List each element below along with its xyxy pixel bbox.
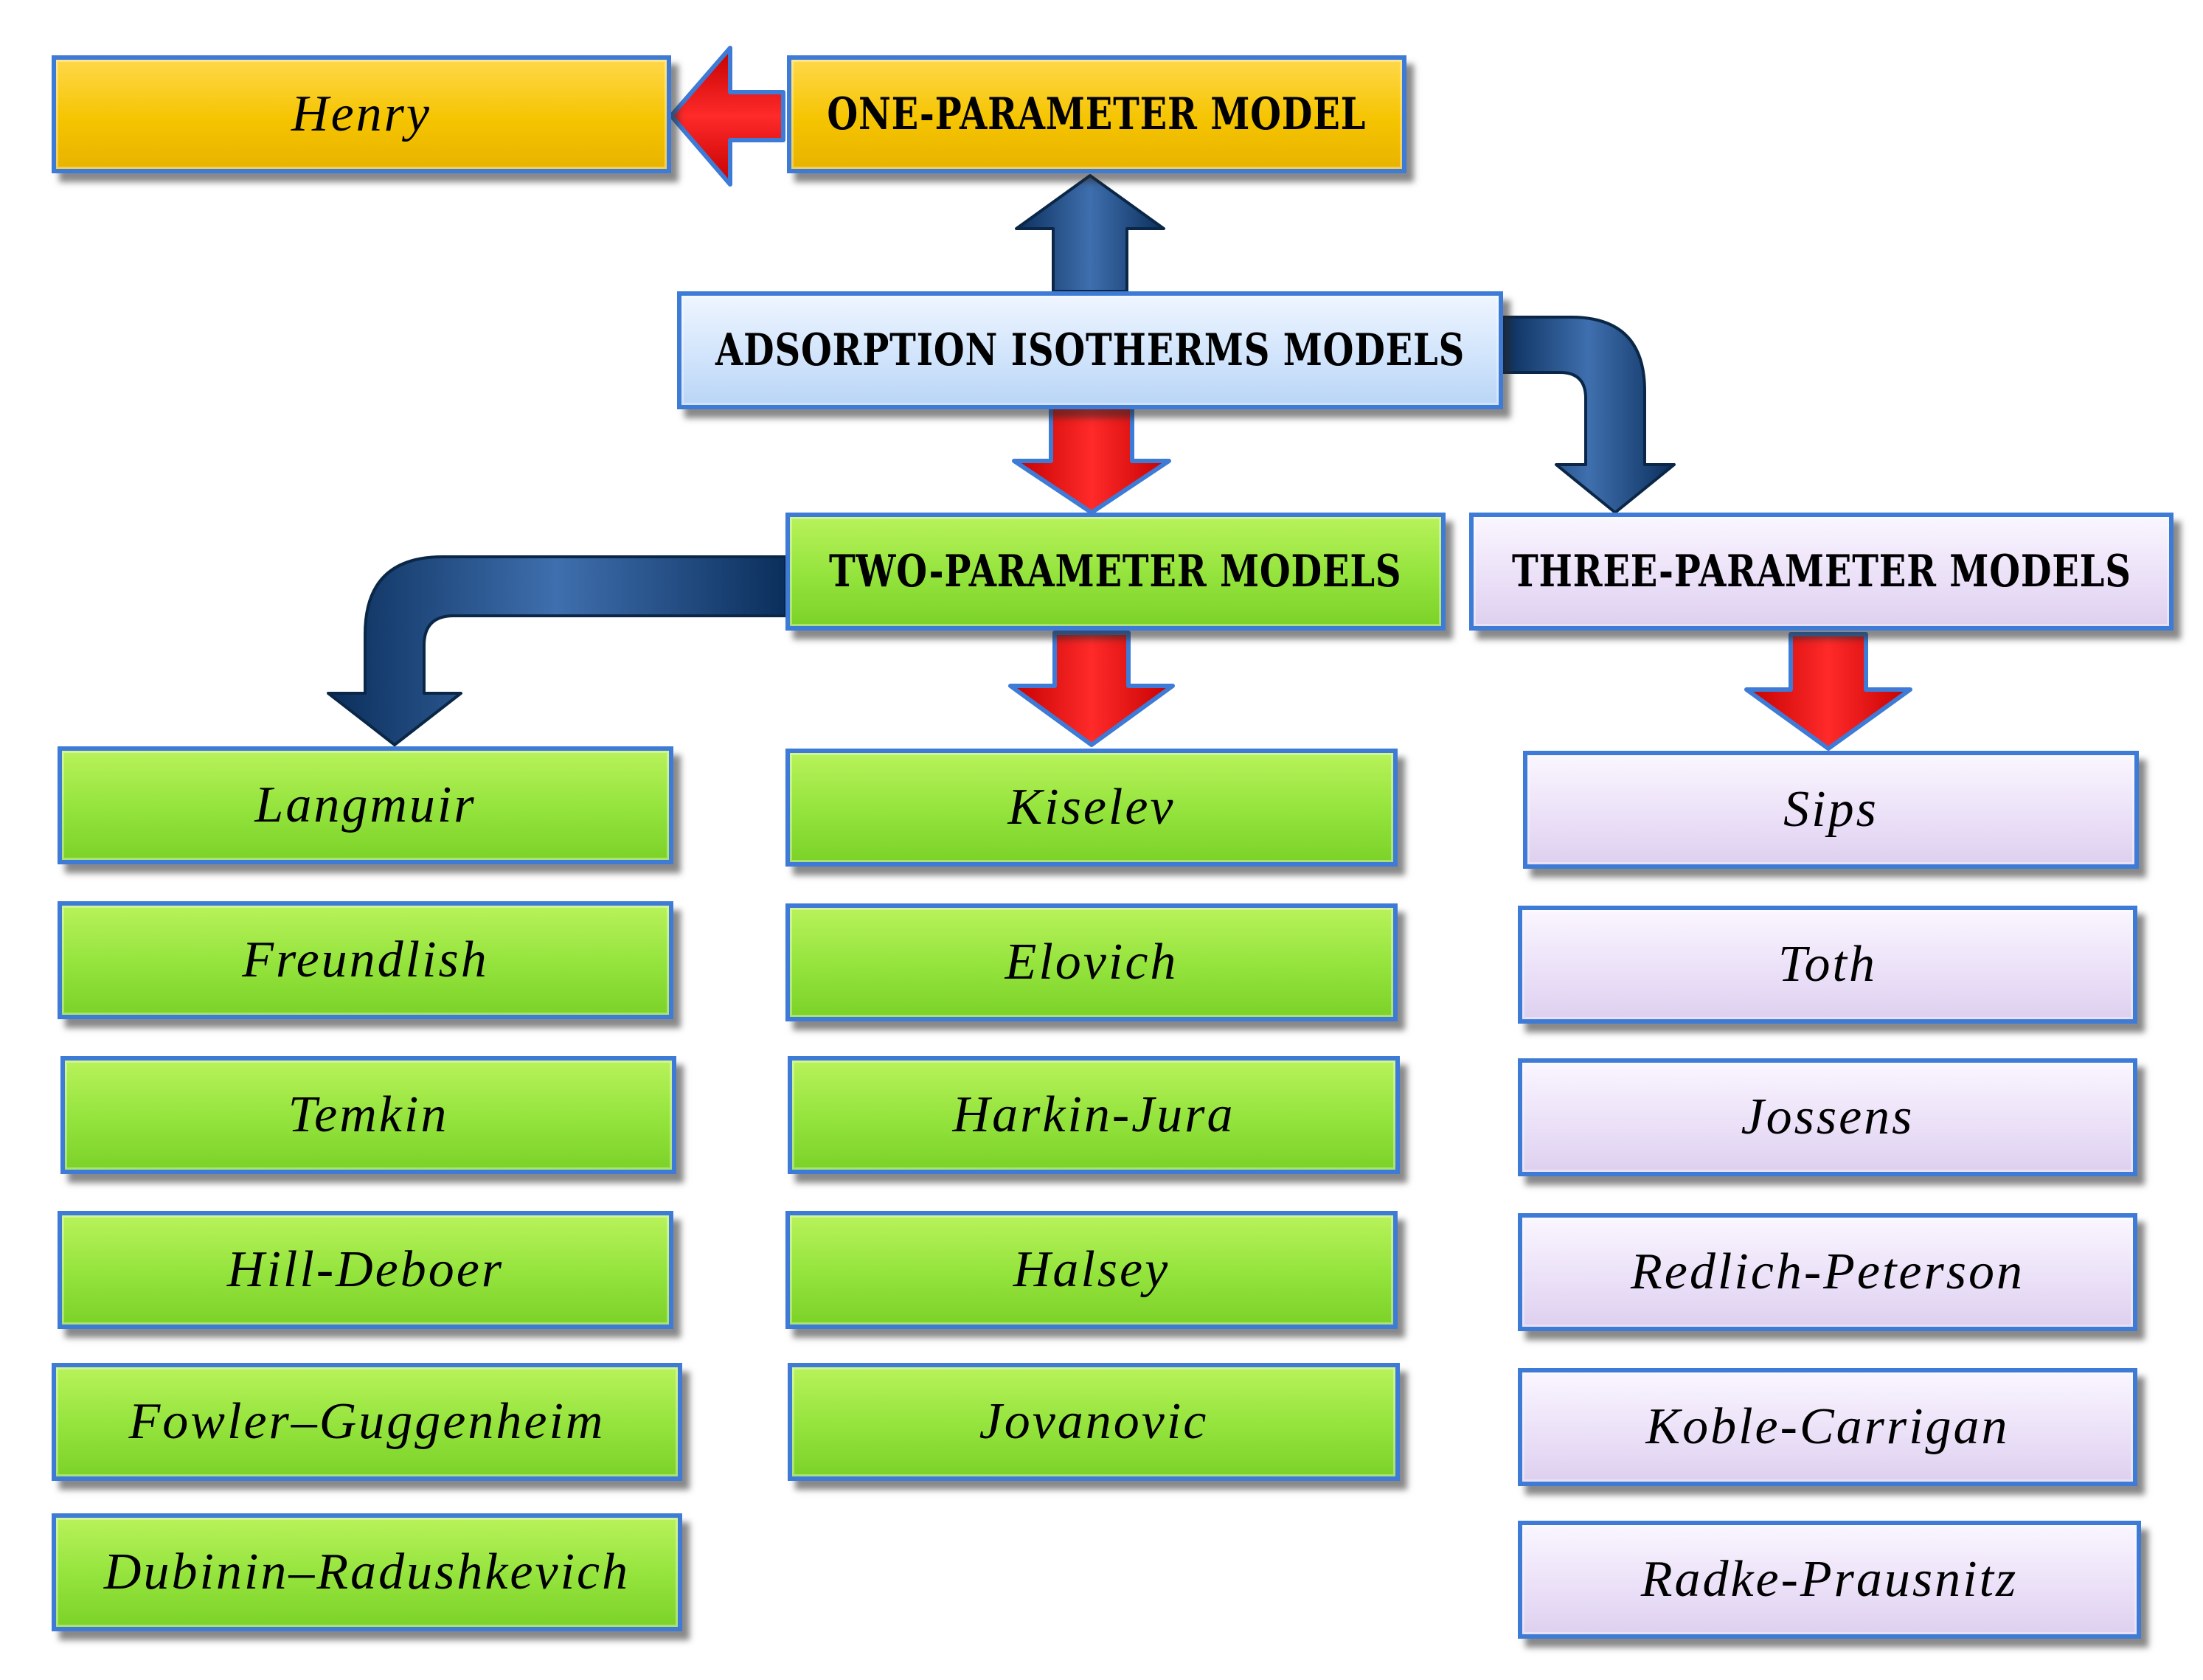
model-label: Toth — [1778, 936, 1877, 993]
model-label: Dubinin–Radushkevich — [103, 1544, 631, 1600]
model-label: Harkin-Jura — [952, 1086, 1235, 1143]
henry-box: Henry — [52, 55, 671, 173]
model-box: Langmuir — [58, 746, 673, 864]
model-label: Sips — [1783, 781, 1878, 838]
model-label: Halsey — [1013, 1241, 1170, 1298]
model-label: Fowler–Guggenheim — [128, 1393, 606, 1450]
root-box: ADSORPTION ISOTHERMS MODELS — [677, 291, 1503, 409]
model-box: Sips — [1523, 751, 2139, 869]
model-box: Toth — [1518, 906, 2137, 1024]
model-box: Elovich — [785, 903, 1398, 1021]
model-box: Radke-Prausnitz — [1518, 1521, 2141, 1639]
two-parameter-box: TWO-PARAMETER MODELS — [785, 513, 1446, 631]
arrow-root-to-three — [1502, 316, 1676, 514]
arrow-one-to-henry — [669, 46, 785, 187]
model-label: Langmuir — [254, 777, 476, 833]
arrow-root-to-two — [1012, 405, 1171, 515]
model-label: Elovich — [1005, 934, 1179, 990]
model-label: Redlich-Peterson — [1631, 1243, 2025, 1300]
model-label: Temkin — [288, 1086, 449, 1143]
one-parameter-box: ONE-PARAMETER MODEL — [787, 55, 1406, 173]
model-box: Fowler–Guggenheim — [52, 1363, 682, 1481]
arrow-three-to-col — [1744, 632, 1912, 751]
model-label: Kiselev — [1007, 779, 1176, 836]
model-box: Redlich-Peterson — [1518, 1213, 2137, 1331]
model-box: Hill-Deboer — [58, 1211, 673, 1329]
model-box: Freundlish — [58, 901, 673, 1019]
arrow-two-to-left — [327, 555, 787, 746]
one-parameter-label: ONE-PARAMETER MODEL — [827, 88, 1367, 140]
model-box: Halsey — [785, 1211, 1398, 1329]
two-parameter-label: TWO-PARAMETER MODELS — [829, 546, 1402, 597]
model-label: Freundlish — [242, 931, 489, 988]
root-label: ADSORPTION ISOTHERMS MODELS — [715, 324, 1465, 376]
model-label: Radke-Prausnitz — [1640, 1551, 2019, 1608]
arrow-two-to-right — [1008, 631, 1175, 747]
model-box: Temkin — [60, 1056, 676, 1174]
henry-label: Henry — [291, 86, 431, 142]
model-box: Kiselev — [785, 749, 1398, 867]
model-box: Dubinin–Radushkevich — [52, 1513, 682, 1631]
model-label: Jossens — [1741, 1089, 1915, 1145]
three-parameter-box: THREE-PARAMETER MODELS — [1469, 513, 2173, 631]
model-box: Koble-Carrigan — [1518, 1368, 2137, 1486]
model-box: Jossens — [1518, 1058, 2137, 1176]
model-label: Jovanovic — [979, 1393, 1209, 1450]
model-box: Jovanovic — [788, 1363, 1400, 1481]
model-box: Harkin-Jura — [788, 1056, 1400, 1174]
arrow-root-to-one — [1015, 174, 1165, 293]
model-label: Hill-Deboer — [226, 1241, 504, 1298]
model-label: Koble-Carrigan — [1645, 1398, 2010, 1455]
three-parameter-label: THREE-PARAMETER MODELS — [1511, 546, 2131, 597]
